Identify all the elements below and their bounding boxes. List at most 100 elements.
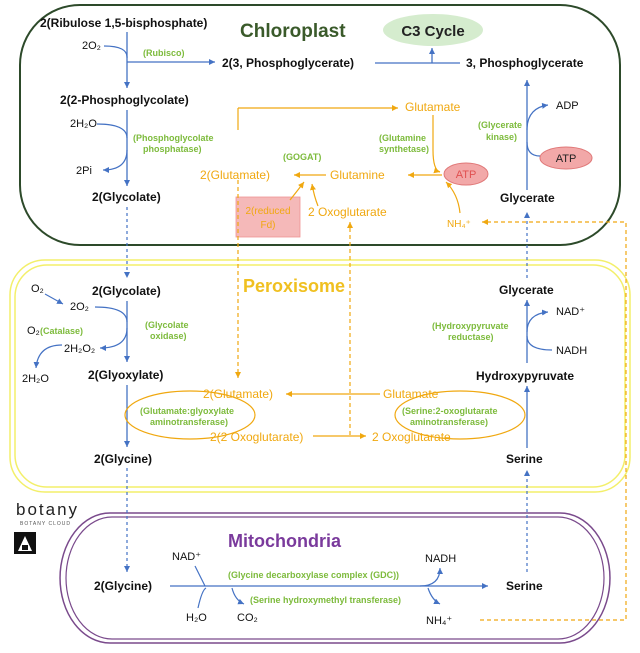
adp-label: ADP	[556, 100, 579, 112]
glycine-peroxisome-label: 2(Glycine)	[94, 452, 152, 466]
botany-logo-subtext: BOTANY CLOUD	[20, 521, 71, 527]
hydroxypyruvate-label: Hydroxypyruvate	[476, 369, 574, 383]
h2o-mitochondria-label: H₂O	[186, 612, 207, 624]
h2o-peroxisome-label: 2H₂O	[22, 373, 49, 385]
gs-curve	[432, 149, 441, 174]
glutamate-top-label: Glutamate	[405, 100, 461, 114]
peroxisome-membrane-inner	[14, 264, 626, 488]
o2-to-2o2-line	[44, 293, 64, 305]
h2o-input-curve-mito	[197, 587, 207, 609]
o2b-peroxisome-label: 2O₂	[70, 301, 89, 313]
oxoglutarate-chloroplast-label: 2 Oxoglutarate	[308, 205, 387, 219]
glycine-mitochondria-label: 2(Glycine)	[94, 579, 152, 593]
shmt-enzyme: (Serine hydroxymethyl transferase)	[250, 595, 401, 605]
h2o-label: 2H₂O	[70, 118, 97, 130]
reduced-fd-label-1: 2(reduced	[245, 206, 290, 217]
glutamate-peroxisome-label: Glutamate	[383, 387, 439, 401]
nad-input-curve	[194, 565, 206, 587]
reduced-fd-label-2: Fd)	[261, 220, 276, 231]
pi-output-curve	[102, 149, 128, 173]
hpr-enzyme-2: reductase)	[448, 332, 494, 342]
c3-cycle-badge	[383, 14, 483, 46]
atp-badge-1	[443, 162, 489, 186]
co2-mitochondria-label: CO₂	[237, 612, 258, 624]
glycerate-chloroplast-label: Glycerate	[500, 191, 555, 205]
glycerate-peroxisome-label: Glycerate	[499, 283, 554, 297]
glutamate2-chloroplast-label: 2(Glutamate)	[200, 168, 270, 182]
h2o2-output-curve	[99, 327, 128, 351]
sgat-loop	[394, 390, 526, 440]
atp-label-1: ATP	[456, 169, 477, 181]
serine-mitochondria-label: Serine	[506, 579, 543, 593]
glyoxylate-label: 2(Glyoxylate)	[88, 368, 163, 382]
atp-badge-2	[539, 146, 593, 170]
nad-output-curve	[526, 309, 549, 333]
peroxisome-membrane-outer	[9, 259, 631, 493]
chloroplast-title: Chloroplast	[240, 21, 346, 42]
atp-label-2: ATP	[556, 153, 577, 165]
mitochondria-membrane-outer	[59, 512, 611, 644]
ggat-enzyme-2: aminotransferase)	[150, 417, 228, 427]
atp-input-curve	[526, 141, 541, 157]
nh4-chloroplast-label: NH₄⁺	[447, 219, 471, 230]
pi-label: 2Pi	[76, 165, 92, 177]
catalase-curve	[33, 344, 63, 369]
h2o-input-curve	[96, 123, 128, 139]
catalase-enzyme: (Catalase)	[40, 326, 83, 336]
serine-peroxisome-label: Serine	[506, 452, 543, 466]
h2o2-label: 2H₂O₂	[64, 343, 95, 355]
nh4-transport-line	[480, 219, 627, 621]
nadh-output-curve	[419, 567, 443, 587]
glycerate-kinase-enzyme-1: (Glycerate	[478, 120, 522, 130]
nadh-input-curve	[526, 335, 553, 351]
botany-logo-text: botany	[16, 500, 79, 519]
glutamine-label: Glutamine	[330, 168, 385, 182]
gdc-enzyme: (Glycine decarboxylase complex (GDC))	[228, 570, 399, 580]
glutamate2-peroxisome-label: 2(Glutamate)	[203, 387, 273, 401]
catalase-o2-label: O₂	[27, 325, 40, 337]
glutamine-synthetase-enzyme-1: (Glutamine	[379, 133, 426, 143]
nadh-peroxisome-label: NADH	[556, 345, 587, 357]
phosphoglycolate-label: 2(2-Phosphoglycolate)	[60, 93, 189, 107]
ggat-loop	[124, 390, 256, 440]
mitochondria-membrane-inner	[65, 516, 605, 640]
o2-input-curve	[94, 306, 128, 323]
o2-peroxisome-label: O₂	[31, 283, 44, 295]
fd-to-gogat-curve	[289, 181, 305, 201]
peroxisome-title: Peroxisome	[243, 276, 345, 296]
rubp-label: 2(Ribulose 1,5-bisphosphate)	[40, 16, 207, 30]
c3-cycle-label: C3 Cycle	[401, 23, 464, 40]
nh4-to-gs-curve	[445, 181, 461, 214]
oxo2-peroxisome-label: 2(2 Oxoglutarate)	[210, 430, 303, 444]
reduced-fd-box	[235, 196, 301, 238]
phosphoglycolate-phosphatase-enzyme-2: phosphatase)	[143, 144, 202, 154]
hpr-enzyme-1: (Hydroxypyruvate	[432, 321, 509, 331]
oxo-to-gogat-curve	[310, 183, 319, 207]
rubisco-enzyme: (Rubisco)	[143, 48, 185, 58]
botany-logo-icon	[14, 532, 36, 554]
oxoglutarate-peroxisome-label: 2 Oxoglutarate	[372, 430, 451, 444]
pga-label: 3, Phosphoglycerate	[466, 56, 584, 70]
glycolate-oxidase-enzyme-1: (Glycolate	[145, 320, 189, 330]
sgat-enzyme-2: aminotransferase)	[410, 417, 488, 427]
ggat-enzyme-1: (Glutamate:glyoxylate	[140, 406, 234, 416]
nh4-mitochondria-label: NH₄⁺	[426, 615, 452, 627]
glutamine-synthetase-enzyme-2: synthetase)	[379, 144, 429, 154]
glycerate-kinase-enzyme-2: kinase)	[486, 132, 517, 142]
phosphoglycolate-phosphatase-enzyme-1: (Phosphoglycolate	[133, 133, 214, 143]
nad-peroxisome-label: NAD⁺	[556, 306, 585, 318]
nh4-output-curve	[427, 587, 441, 605]
o2-label: 2O₂	[82, 40, 101, 52]
mitochondria-title: Mitochondria	[228, 531, 342, 551]
gogat-enzyme: (GOGAT)	[283, 152, 321, 162]
adp-output-curve	[526, 102, 549, 131]
co2-output-curve	[231, 587, 245, 605]
glycolate-chloroplast-label: 2(Glycolate)	[92, 190, 161, 204]
glycolate-oxidase-enzyme-2: oxidase)	[150, 331, 187, 341]
sgat-enzyme-1: (Serine:2-oxoglutarate	[402, 406, 498, 416]
pga2-label: 2(3, Phosphoglycerate)	[222, 56, 354, 70]
rubisco-o2-input	[103, 45, 128, 59]
nad-mitochondria-label: NAD⁺	[172, 551, 201, 563]
glycolate-peroxisome-label: 2(Glycolate)	[92, 284, 161, 298]
